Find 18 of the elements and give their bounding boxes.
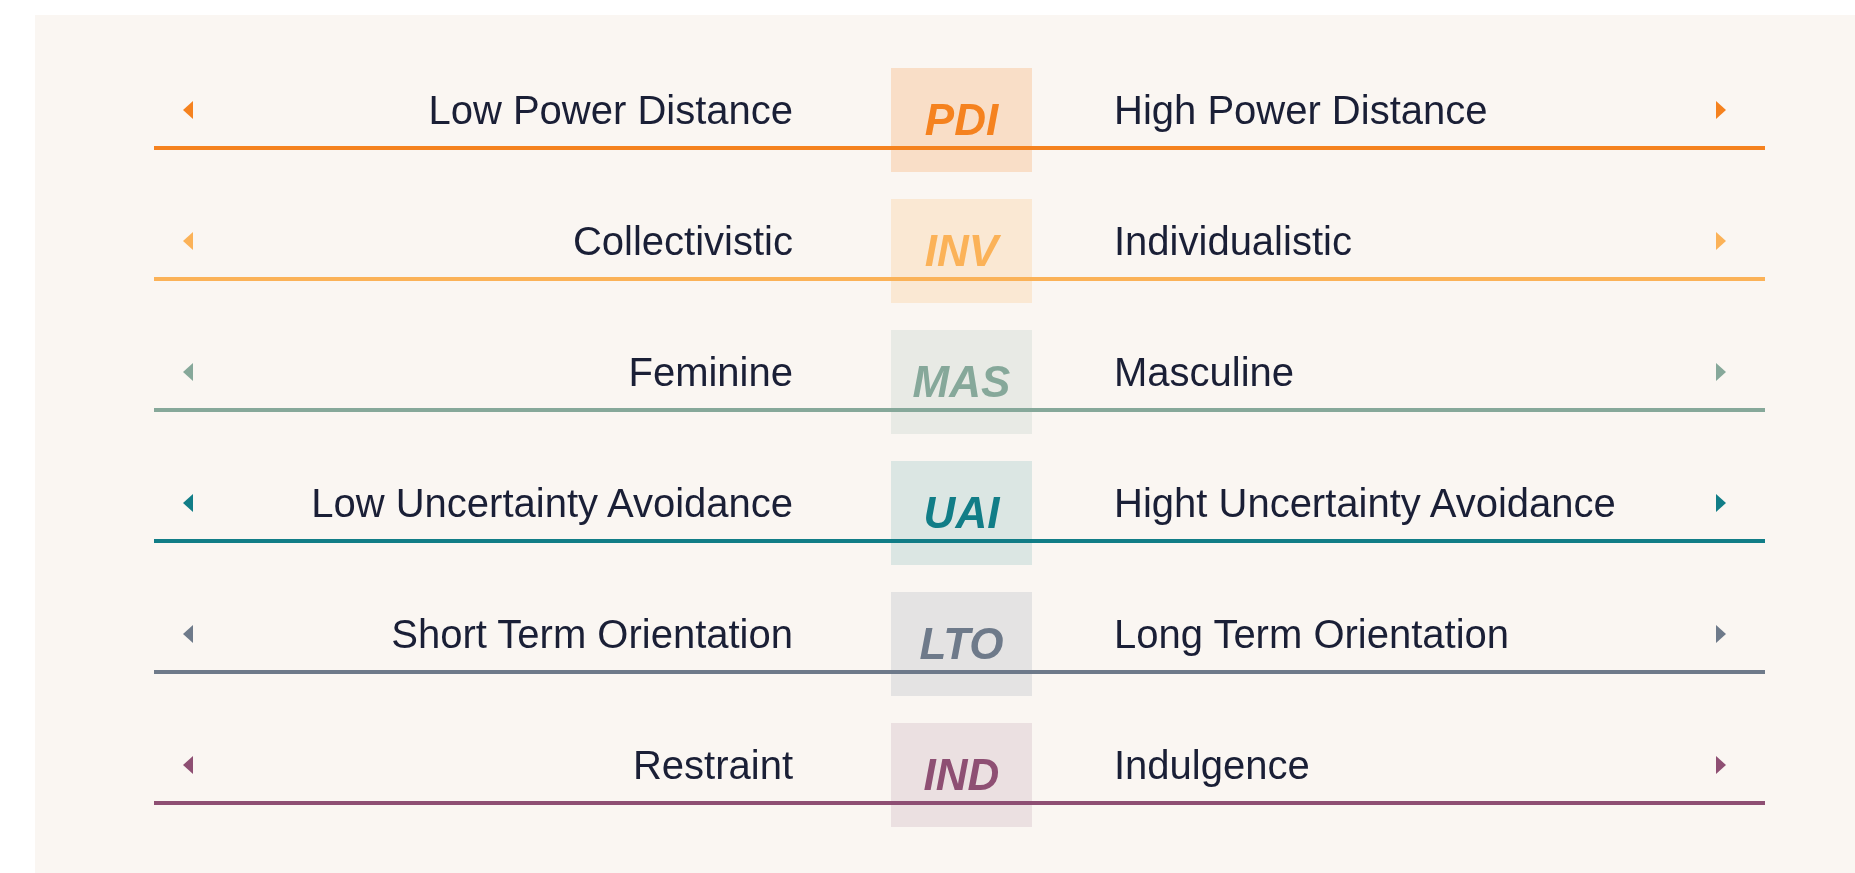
pole-label: Masculine [1114,349,1295,396]
dimension-code-box: UAI [891,461,1032,565]
pole-label: Indulgence [1114,742,1310,789]
dimension-code-box: INV [891,199,1032,303]
dimension-code-box: LTO [891,592,1032,696]
pole-label: Short Term Orientation [391,611,793,658]
dimension-code-box: PDI [891,68,1032,172]
pole-label: Collectivistic [572,218,793,265]
pole-label: Long Term Orientation [1114,611,1510,658]
pole-label: Low Power Distance [428,87,793,134]
pole-label: Low Uncertainty Avoidance [311,480,793,527]
pole-label: Feminine [628,349,793,396]
pole-label: Restraint [632,742,793,789]
dimension-code-box: MAS [891,330,1032,434]
pole-label: Individualistic [1114,218,1352,265]
pole-label: Hight Uncertainty Avoidance [1114,480,1616,527]
dimension-code-box: IND [891,723,1032,827]
pole-label: High Power Distance [1114,87,1488,134]
